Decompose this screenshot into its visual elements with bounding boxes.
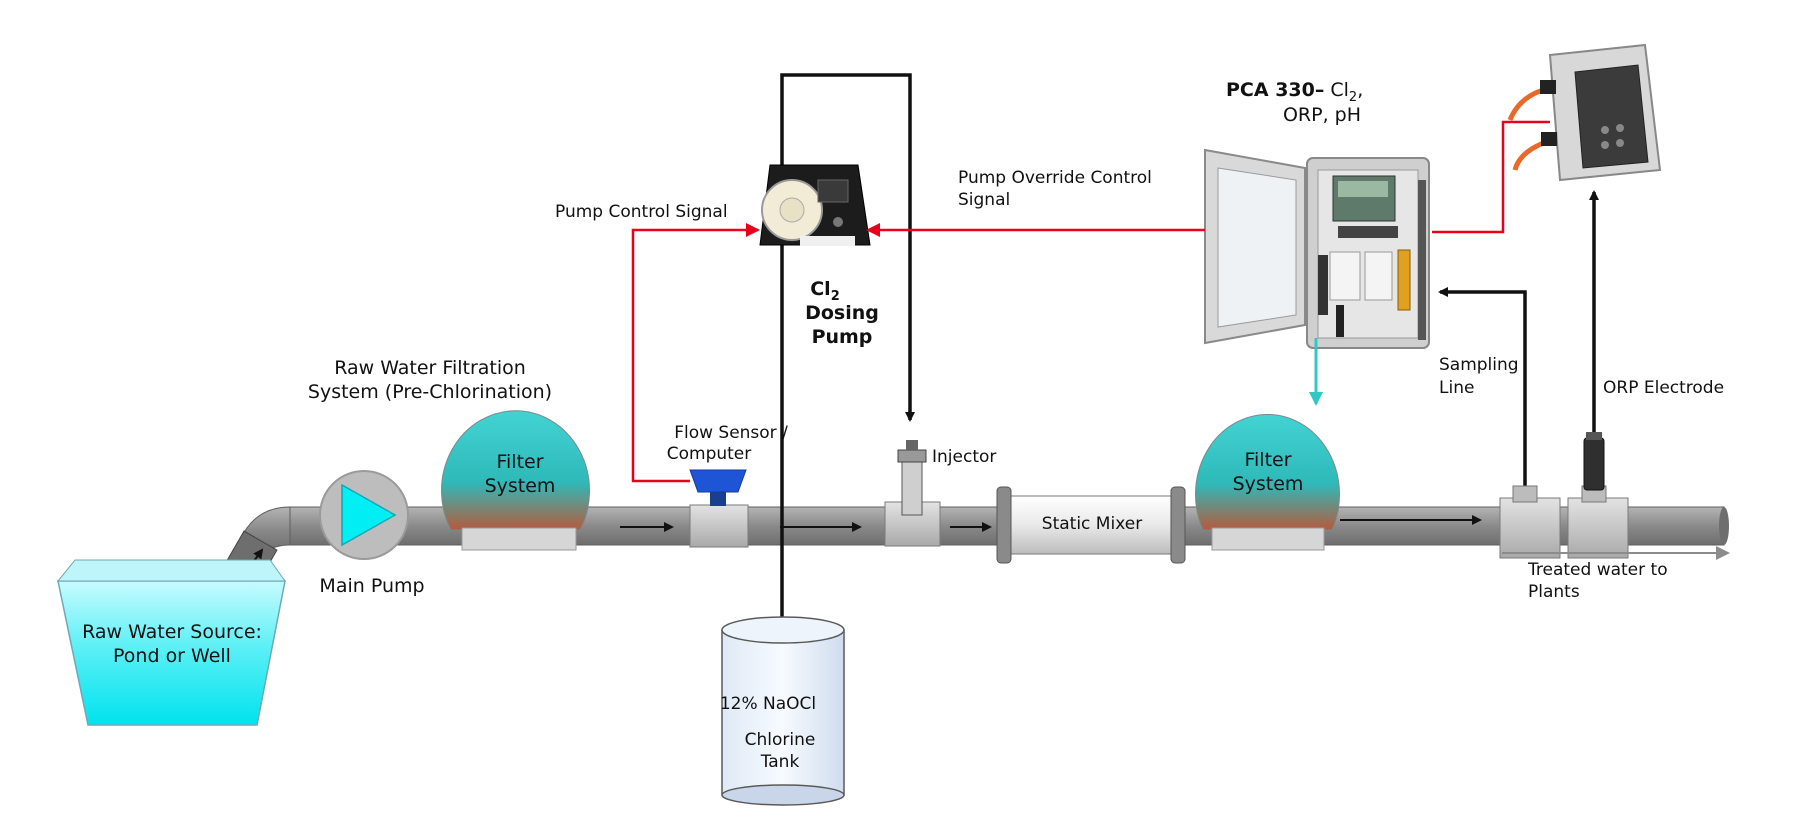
override-label-line2: Signal xyxy=(958,190,1010,210)
chemical-feed-line xyxy=(780,73,915,671)
flow-sensor-head-icon xyxy=(689,469,747,493)
injector-label: Injector xyxy=(932,447,996,467)
pca330-controller: PCA 330– Cl2, ORP, pH xyxy=(1204,79,1430,349)
override-label-line1: Pump Override Control xyxy=(958,168,1152,188)
injector: Injector xyxy=(884,440,996,547)
flow-sensor-label-line2: Computer xyxy=(667,444,752,464)
dosing-pump-subscript: 2 xyxy=(831,289,840,304)
orp-signal-line: ORP Electrode xyxy=(1589,190,1724,432)
pca-title-cl: Cl xyxy=(1330,79,1349,101)
pca-to-transmitter-link xyxy=(1432,120,1550,234)
sampling-label-line2: Line xyxy=(1439,378,1474,398)
filter1-label-line1: Filter xyxy=(496,451,543,473)
dosing-pump-cl: Cl xyxy=(810,278,830,300)
filter-system-2: Filter System xyxy=(1195,413,1340,551)
orp-fitting xyxy=(1567,432,1629,559)
pump-triangle-icon xyxy=(341,483,397,547)
filter2-label-line1: Filter xyxy=(1244,449,1291,471)
pca-title-sub: 2 xyxy=(1349,90,1357,105)
chlorine-tank: 12% NaOCl Chlorine Tank xyxy=(720,616,845,806)
static-mixer: Static Mixer xyxy=(996,486,1186,564)
filter1-label-line2: System xyxy=(485,475,556,497)
pump-control-signal-label: Pump Control Signal xyxy=(555,202,728,222)
filter-system-1: Filter System xyxy=(441,410,590,551)
source-label-line2: Pond or Well xyxy=(113,645,231,667)
orp-electrode-label: ORP Electrode xyxy=(1603,378,1724,398)
flow-sensor: Flow Sensor / Computer xyxy=(667,423,788,548)
static-mixer-label: Static Mixer xyxy=(1042,514,1142,534)
dosing-pump-label-line3: Pump xyxy=(812,326,873,348)
main-pump: Main Pump xyxy=(319,470,425,597)
main-pump-label: Main Pump xyxy=(319,575,424,597)
treated-label-line1: Treated water to xyxy=(1527,560,1668,580)
sampling-label-line1: Sampling xyxy=(1439,355,1519,375)
sampling-fitting xyxy=(1499,485,1561,559)
raw-filtration-label-line1: Raw Water Filtration xyxy=(334,357,526,379)
treated-water-outlet: Treated water to Plants xyxy=(1502,546,1730,602)
orp-transmitter xyxy=(1507,43,1662,182)
ph-probe-icon xyxy=(1397,249,1411,311)
sampling-line: Sampling Line xyxy=(1438,287,1527,486)
tank-label-line3: Tank xyxy=(760,752,800,772)
orp-electrode-icon xyxy=(1583,437,1605,491)
pca-title-line1: PCA 330– Cl2, xyxy=(1226,79,1363,105)
treated-label-line2: Plants xyxy=(1528,582,1580,602)
raw-filtration-label-line2: System (Pre-Chlorination) xyxy=(308,381,552,403)
pca-title-bold: PCA 330– xyxy=(1226,79,1324,101)
pca-title-line2: ORP, pH xyxy=(1283,104,1361,126)
pump-override-signal-line: Pump Override Control Signal xyxy=(866,168,1205,237)
tank-label-line2: Chlorine xyxy=(745,730,816,750)
tank-label-line1: 12% NaOCl xyxy=(720,694,816,714)
flow-arrows xyxy=(620,515,1482,532)
flow-sensor-label-line1: Flow Sensor / xyxy=(674,423,788,443)
source-label-line1: Raw Water Source: xyxy=(82,621,262,643)
pump-control-signal-line: Pump Control Signal xyxy=(555,202,760,483)
filter2-label-line2: System xyxy=(1233,473,1304,495)
raw-water-source: Raw Water Source: Pond or Well xyxy=(56,559,286,726)
dosing-pump: Cl2 Dosing Pump xyxy=(759,164,879,348)
pca-title-comma: , xyxy=(1357,79,1363,101)
dosing-pump-label-line2: Dosing xyxy=(805,302,879,324)
dosing-pump-label-cl: Cl2 xyxy=(810,278,840,304)
